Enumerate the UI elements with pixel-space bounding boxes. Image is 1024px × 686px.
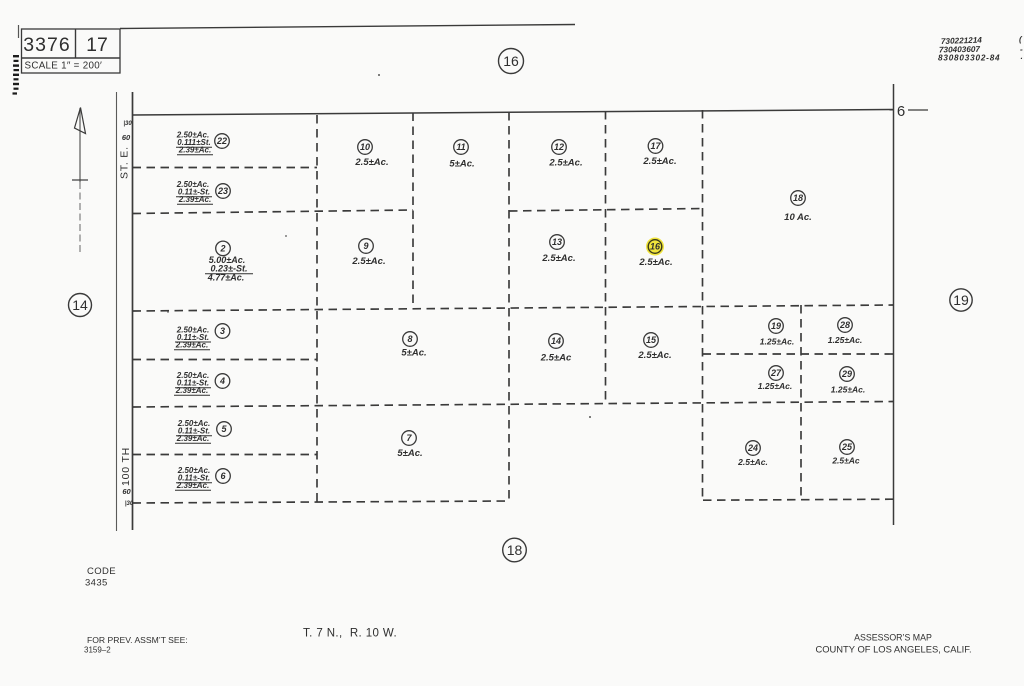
svg-text:2.39±Ac.: 2.39±Ac. — [176, 434, 209, 443]
svg-text:19: 19 — [771, 321, 781, 331]
svg-text:0.11±-St.: 0.11±-St. — [178, 474, 210, 483]
svg-text:COUNTY OF LOS ANGELES, CALIF.: COUNTY OF LOS ANGELES, CALIF. — [815, 644, 971, 655]
svg-text:2.5±Ac.: 2.5±Ac. — [637, 350, 671, 361]
svg-text:16: 16 — [650, 242, 661, 252]
svg-text:19: 19 — [953, 292, 969, 308]
svg-text:2.5±Ac.: 2.5±Ac. — [354, 157, 388, 168]
svg-text:3: 3 — [220, 326, 225, 336]
svg-text:0.11±-St.: 0.11±-St. — [178, 427, 210, 436]
svg-text:17: 17 — [86, 34, 108, 56]
svg-text:2.50±Ac.: 2.50±Ac. — [177, 466, 210, 475]
svg-text:2.50±Ac.: 2.50±Ac. — [177, 419, 210, 428]
svg-text:·: · — [1020, 54, 1023, 63]
svg-text:5±Ac.: 5±Ac. — [449, 159, 474, 170]
svg-text:0.11±-St.: 0.11±-St. — [178, 188, 210, 197]
svg-text:1.25±Ac.: 1.25±Ac. — [831, 385, 865, 395]
svg-text:2.5±Ac.: 2.5±Ac. — [351, 256, 385, 267]
svg-text:2: 2 — [219, 243, 225, 253]
svg-text:CODE: CODE — [87, 566, 116, 577]
svg-text:8: 8 — [407, 334, 412, 344]
svg-text:2.5±Ac.: 2.5±Ac. — [642, 156, 676, 167]
svg-text:2.50±Ac.: 2.50±Ac. — [176, 371, 209, 380]
svg-text:3159–2: 3159–2 — [84, 646, 111, 655]
svg-text:7: 7 — [406, 433, 412, 443]
svg-text:25: 25 — [841, 442, 853, 452]
svg-text:SCALE 1″ = 200′: SCALE 1″ = 200′ — [25, 61, 103, 72]
svg-text:2.39±Ac.: 2.39±Ac. — [178, 195, 211, 204]
svg-text:2.50±Ac.: 2.50±Ac. — [176, 131, 209, 140]
svg-text:100 TH: 100 TH — [120, 447, 132, 486]
svg-text:6: 6 — [220, 471, 226, 481]
svg-text:5: 5 — [221, 424, 227, 434]
svg-text:2.39±Ac.: 2.39±Ac. — [175, 341, 208, 350]
svg-text:2.5±Ac.: 2.5±Ac. — [638, 257, 672, 268]
svg-text:13: 13 — [552, 237, 562, 247]
svg-text:FOR PREV. ASSM’T SEE:: FOR PREV. ASSM’T SEE: — [87, 635, 188, 645]
svg-text:-: - — [1020, 45, 1023, 54]
svg-text:14: 14 — [551, 336, 561, 346]
svg-text:2.5±Ac.: 2.5±Ac. — [737, 457, 768, 467]
svg-text:2.50±Ac.: 2.50±Ac. — [176, 180, 209, 189]
svg-text:2.5±Ac: 2.5±Ac — [540, 353, 572, 364]
svg-text:5±Ac.: 5±Ac. — [397, 448, 422, 459]
svg-text:2.39±Ac.: 2.39±Ac. — [175, 386, 208, 395]
svg-text:0.11±-St.: 0.11±-St. — [177, 379, 209, 388]
svg-text:(: ( — [1019, 35, 1023, 44]
svg-text:1.25±Ac.: 1.25±Ac. — [760, 337, 794, 347]
svg-text:12: 12 — [554, 142, 564, 152]
svg-text:1.25±Ac.: 1.25±Ac. — [758, 381, 792, 391]
svg-text:9: 9 — [363, 241, 368, 251]
svg-text:23: 23 — [217, 186, 228, 196]
svg-text:2.39±Ac.: 2.39±Ac. — [176, 481, 209, 490]
svg-text:22: 22 — [216, 136, 227, 146]
svg-text:18: 18 — [793, 193, 803, 203]
svg-text:5±Ac.: 5±Ac. — [401, 348, 426, 359]
svg-text:ST. E.: ST. E. — [119, 146, 131, 179]
svg-text:60: 60 — [122, 133, 131, 142]
svg-text:1.25±Ac.: 1.25±Ac. — [828, 335, 862, 345]
svg-text:730221214: 730221214 — [941, 36, 983, 46]
svg-text:17: 17 — [650, 141, 661, 151]
svg-text:0.11±-St.: 0.11±-St. — [177, 333, 209, 342]
svg-text:18: 18 — [507, 542, 523, 558]
svg-text:5.00±Ac.: 5.00±Ac. — [209, 255, 245, 265]
svg-text:|30: |30 — [125, 501, 134, 507]
svg-text:6: 6 — [897, 103, 905, 120]
svg-text:2.39±Ac.: 2.39±Ac. — [178, 146, 211, 155]
svg-text:2.5±Ac: 2.5±Ac — [831, 456, 860, 466]
svg-text:0.111±St.: 0.111±St. — [177, 138, 210, 147]
svg-text:3435: 3435 — [85, 578, 108, 589]
svg-text:16: 16 — [503, 53, 519, 69]
svg-text:14: 14 — [72, 297, 88, 313]
svg-text:29: 29 — [841, 369, 852, 379]
svg-text:4.77±Ac.: 4.77±Ac. — [207, 273, 244, 283]
svg-text:28: 28 — [839, 320, 850, 330]
svg-text:3376: 3376 — [23, 34, 70, 56]
svg-text:11: 11 — [456, 142, 465, 152]
svg-text:2.5±Ac.: 2.5±Ac. — [541, 253, 575, 264]
svg-text:|30: |30 — [123, 121, 132, 127]
svg-text:24: 24 — [747, 443, 758, 453]
svg-text:10: 10 — [360, 142, 370, 152]
svg-text:2.50±Ac.: 2.50±Ac. — [176, 326, 209, 335]
svg-text:27: 27 — [770, 368, 782, 378]
svg-text:15: 15 — [646, 335, 657, 345]
svg-text:2.5±Ac.: 2.5±Ac. — [548, 158, 582, 169]
svg-text:830803302-84: 830803302-84 — [938, 54, 1000, 63]
svg-text:60: 60 — [122, 487, 131, 496]
svg-text:T. 7 N., R. 10 W.: T. 7 N., R. 10 W. — [303, 628, 397, 640]
svg-text:4: 4 — [219, 376, 225, 386]
svg-text:0.23±-St.: 0.23±-St. — [211, 264, 248, 274]
svg-text:730403607: 730403607 — [939, 45, 981, 55]
svg-text:ASSESSOR’S MAP: ASSESSOR’S MAP — [854, 633, 932, 643]
svg-text:10 Ac.: 10 Ac. — [784, 212, 812, 223]
